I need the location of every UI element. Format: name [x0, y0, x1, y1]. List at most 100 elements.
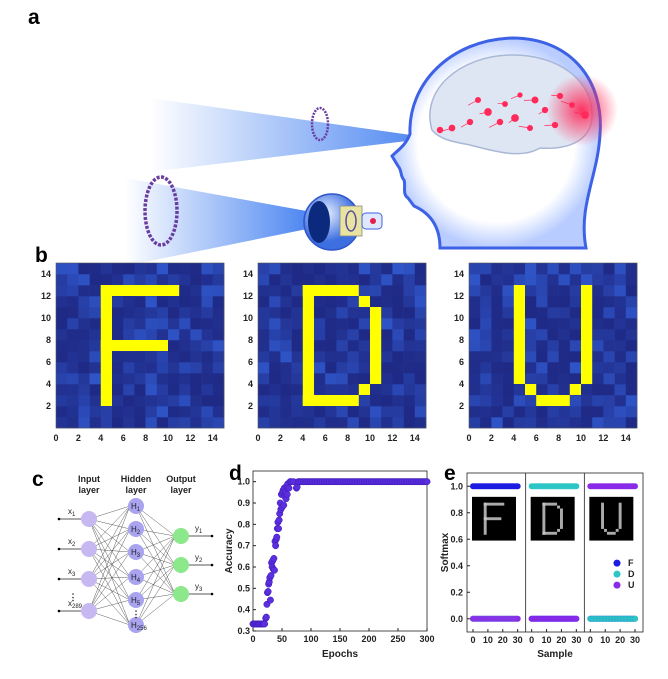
- heatmap-cell: [581, 406, 593, 418]
- heatmap-cell: [491, 351, 503, 363]
- x-tick-label: 0: [53, 433, 58, 443]
- heatmap-cell: [502, 285, 515, 297]
- plot-frame: [466, 472, 644, 633]
- subscript: 4: [137, 578, 141, 584]
- input-node: [81, 511, 97, 527]
- heatmap-cell: [190, 373, 202, 385]
- heatmap-cell: [280, 329, 292, 341]
- heatmap-cell: [625, 318, 638, 330]
- letter-stroke-F: [100, 285, 180, 296]
- dendrite: [488, 121, 501, 128]
- heatmap-cell: [212, 329, 225, 341]
- heatmap-cell: [56, 351, 68, 363]
- heatmap-cell: [347, 274, 360, 286]
- heatmap-cell: [258, 263, 270, 275]
- heatmap-cell: [145, 263, 158, 275]
- heatmap-cell: [314, 263, 326, 275]
- heatmap-cell: [358, 329, 371, 341]
- heatmap-cell: [558, 351, 571, 363]
- heatmap-cell: [581, 417, 593, 429]
- heatmap-cell: [280, 340, 292, 352]
- heatmap-cell: [414, 296, 427, 308]
- heatmap-cell: [190, 395, 202, 407]
- heatmap-cell: [168, 362, 180, 374]
- heatmap-cell: [134, 307, 146, 319]
- heatmap-cell: [392, 406, 404, 418]
- heatmap-cell: [358, 285, 371, 297]
- heatmap-cell: [291, 263, 304, 275]
- heatmap-cell: [480, 395, 492, 407]
- letter-stroke-D: [370, 307, 382, 384]
- heatmap-cell: [569, 340, 582, 352]
- heatmap-cell: [179, 362, 191, 374]
- heatmap-cell: [469, 395, 481, 407]
- heatmap-cell: [258, 296, 270, 308]
- y-tick-label: 4: [46, 379, 51, 389]
- heatmap-cell: [212, 395, 225, 407]
- heatmap-cell: [145, 406, 158, 418]
- legend-label: F: [628, 558, 634, 568]
- heatmap-cell: [258, 395, 270, 407]
- heatmap-cell: [525, 417, 537, 429]
- heatmap-cell: [212, 307, 225, 319]
- heatmap-cell: [569, 329, 582, 341]
- connection: [88, 548, 131, 578]
- heatmap-cell: [325, 340, 337, 352]
- x-tick-label: 12: [598, 433, 608, 443]
- x-tick-label: 4: [98, 433, 103, 443]
- heatmap-cell: [269, 274, 281, 286]
- heatmap-cell: [625, 384, 638, 396]
- data-point: [270, 555, 278, 562]
- neural-network-diagram: InputlayerHiddenlayerOutputlayerx1x2x3x2…: [57, 474, 214, 633]
- heatmap-cell: [536, 351, 548, 363]
- heatmap-cell: [145, 373, 158, 385]
- x-tick-label: 200: [361, 634, 376, 644]
- heatmap-cell: [258, 417, 270, 429]
- heatmap-cell: [392, 384, 404, 396]
- heatmap-cell: [67, 395, 79, 407]
- connection: [88, 528, 131, 580]
- y-axis-label: Accuracy: [224, 528, 235, 573]
- y-tick-label: 8: [459, 335, 464, 345]
- heatmap-cell: [502, 296, 515, 308]
- heatmap-cell: [558, 307, 571, 319]
- heatmap-cell: [89, 395, 102, 407]
- heatmap-cell: [358, 263, 371, 275]
- heatmap-cell: [291, 362, 304, 374]
- heatmap-cell: [134, 395, 146, 407]
- inset-letter-stroke: [542, 502, 546, 535]
- heatmap-cell: [134, 296, 146, 308]
- data-point: [275, 516, 283, 524]
- y-tick-label: 0.6: [237, 562, 250, 572]
- heatmap-cell: [112, 296, 124, 308]
- heatmap-cell: [469, 296, 481, 308]
- x-tick-label: 10: [365, 433, 375, 443]
- heatmap-cell: [190, 417, 202, 429]
- heatmap-cell: [67, 406, 79, 418]
- legend-marker-D: [613, 570, 621, 578]
- heatmap-cell: [491, 384, 503, 396]
- heatmap-cell: [469, 373, 481, 385]
- subscript: 2: [137, 530, 141, 536]
- heatmap-cell: [536, 384, 548, 396]
- heatmap-cell: [480, 329, 492, 341]
- inset-letter-stroke: [483, 502, 505, 506]
- dendrite: [497, 103, 506, 105]
- heatmap-cell: [258, 285, 270, 297]
- heatmap-cell: [547, 318, 559, 330]
- heatmap-cell: [392, 318, 404, 330]
- heatmap-cell: [112, 417, 124, 429]
- heatmap-cell: [280, 285, 292, 297]
- heatmap-cell: [414, 406, 427, 418]
- heatmap-cell: [156, 296, 169, 308]
- heatmap-cell: [100, 263, 113, 275]
- heatmap-cell: [592, 285, 604, 297]
- heatmap-cell: [480, 417, 492, 429]
- heatmap-cell: [325, 307, 337, 319]
- heatmap-cell: [558, 318, 571, 330]
- heatmap-cell: [536, 263, 548, 275]
- heatmap-cell: [112, 406, 124, 418]
- heatmap-cell: [156, 373, 169, 385]
